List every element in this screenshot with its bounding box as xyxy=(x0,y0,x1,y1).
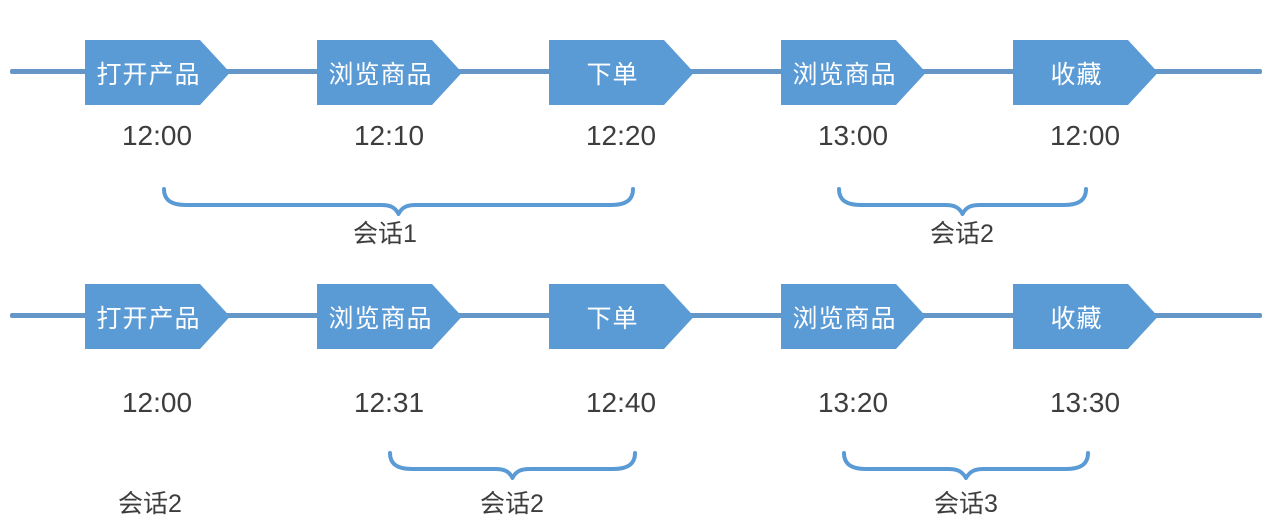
session-label: 会话2 xyxy=(480,490,544,518)
session-label: 会话2 xyxy=(930,220,994,248)
event-time: 12:20 xyxy=(585,120,657,151)
event-label: 下单 xyxy=(586,60,639,89)
event-time: 13:30 xyxy=(1049,387,1121,418)
session-brace-icon xyxy=(162,187,635,216)
event-label: 打开产品 xyxy=(96,304,201,333)
event-label: 浏览商品 xyxy=(328,304,433,333)
event-label: 打开产品 xyxy=(96,60,201,89)
event-time: 13:00 xyxy=(817,120,889,151)
event-shape: 浏览商品 xyxy=(781,284,926,349)
event-time: 12:40 xyxy=(585,387,657,418)
event-label: 下单 xyxy=(586,304,639,333)
event-shape: 收藏 xyxy=(1013,40,1158,105)
event-shape: 下单 xyxy=(549,284,694,349)
event-time: 12:31 xyxy=(353,387,425,418)
event-shape: 浏览商品 xyxy=(317,40,462,105)
session-label: 会话2 xyxy=(118,490,182,518)
event-label: 浏览商品 xyxy=(328,60,433,89)
event-label: 浏览商品 xyxy=(792,60,897,89)
session-brace-icon xyxy=(842,451,1090,480)
event-time: 12:00 xyxy=(1049,120,1121,151)
event-shape: 收藏 xyxy=(1013,284,1158,349)
event-shape: 打开产品 xyxy=(85,284,230,349)
session-label: 会话1 xyxy=(353,220,417,248)
session-brace-icon xyxy=(388,451,637,480)
event-label: 收藏 xyxy=(1050,304,1103,333)
event-time: 12:00 xyxy=(121,387,193,418)
event-shape: 下单 xyxy=(549,40,694,105)
event-shape: 浏览商品 xyxy=(317,284,462,349)
session-label: 会话3 xyxy=(934,490,998,518)
session-brace-icon xyxy=(837,187,1088,216)
event-label: 收藏 xyxy=(1050,60,1103,89)
event-time: 13:20 xyxy=(817,387,889,418)
event-shape: 打开产品 xyxy=(85,40,230,105)
event-label: 浏览商品 xyxy=(792,304,897,333)
event-time: 12:10 xyxy=(353,120,425,151)
event-time: 12:00 xyxy=(121,120,193,151)
event-shape: 浏览商品 xyxy=(781,40,926,105)
